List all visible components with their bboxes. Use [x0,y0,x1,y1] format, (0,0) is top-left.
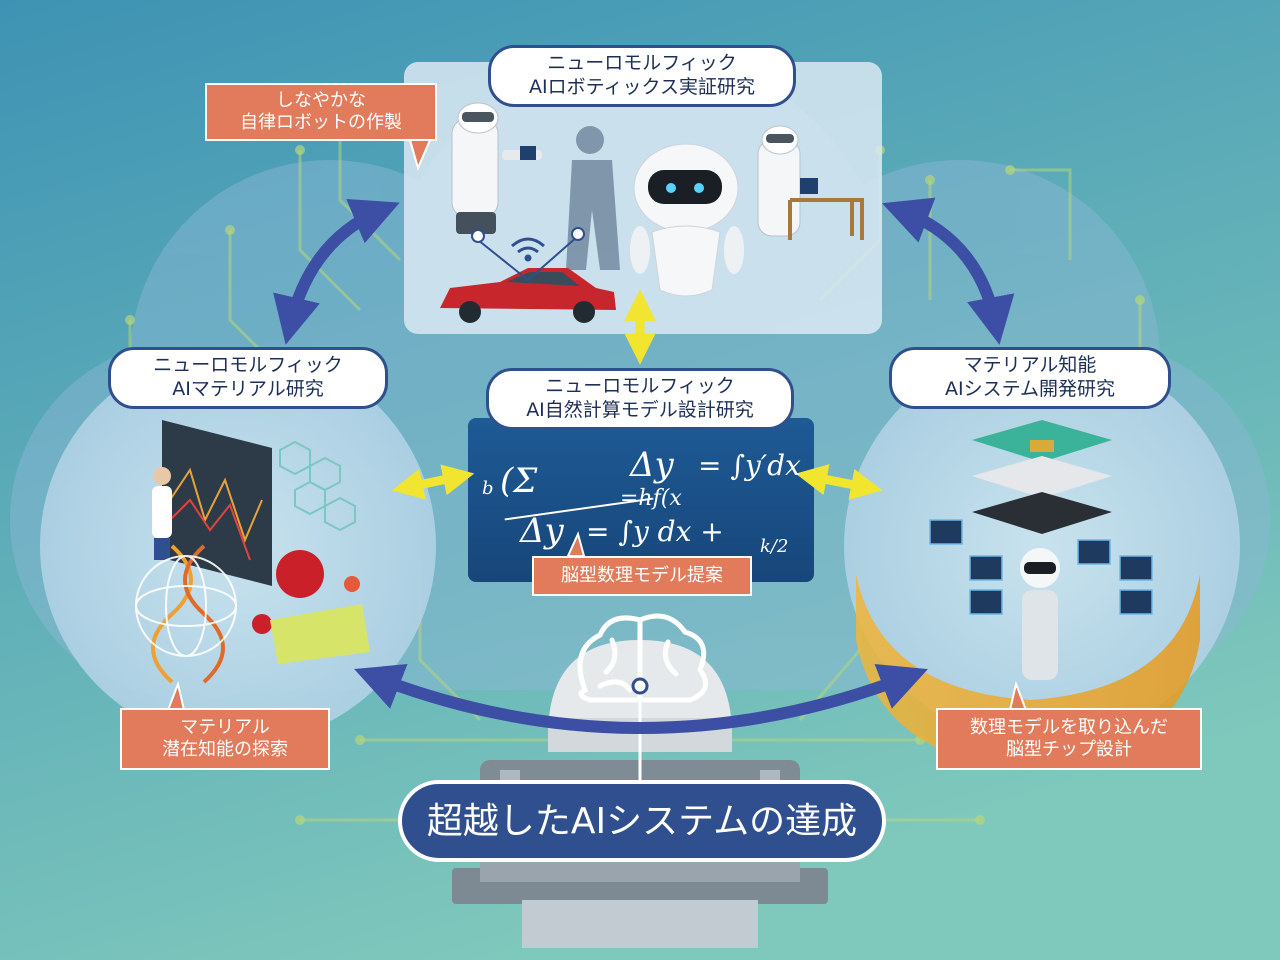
dna-helix [151,544,225,684]
material-exploration-note-line1: マテリアル [180,716,270,738]
scientist-figure [152,467,172,560]
chip-design-note-line2: 脳型チップ設計 [1006,739,1132,760]
service-robot-right [757,125,864,240]
system-development-label-line1: マテリアル知能 [963,354,1097,377]
computation-model-label-line1: ニューロモルフィック [545,375,735,398]
robot-fabrication-note-line2: 自律ロボットの作製 [240,112,402,133]
brain-model-note: 脳型数理モデル提案 [532,556,752,596]
wifi-icon [511,237,545,262]
system-bubble [844,348,1240,744]
material-exploration-note-line2: 潜在知能の探索 [162,739,288,760]
chip-design-note: 数理モデルを取り込んだ 脳型チップ設計 [936,708,1202,770]
material-spheres [252,550,370,664]
fullerene-sphere [135,555,237,657]
graphene-lattice [279,440,356,532]
goal-banner: 超越したAIシステムの達成 [398,780,886,862]
brain-connector-node [631,677,649,695]
material-exploration-note: マテリアル 潜在知能の探索 [120,708,330,770]
material-research-label-line1: ニューロモルフィック [153,354,343,377]
computation-model-label: ニューロモルフィック AI自然計算モデル設計研究 [486,368,794,430]
car-illustration [440,268,616,323]
formula-art: b (Σ Δy = ∫y′dx =hf(x Δy = ∫y dx + k/2 [482,445,801,557]
service-robot-left [451,102,542,234]
connection-arrows [273,197,1015,734]
brain-model-note-text: 脳型数理モデル提案 [561,564,723,586]
goal-banner-text: 超越したAIシステムの達成 [426,800,858,842]
chip-stack [972,420,1112,534]
system-development-label: マテリアル知能 AIシステム開発研究 [889,347,1171,409]
robot-eve-center [630,143,744,297]
robot-fabrication-note: しなやかな 自律ロボットの作製 [205,83,437,141]
robotics-research-label-line2: AIロボティックス実証研究 [529,76,755,98]
robotics-research-label: ニューロモルフィック AIロボティックス実証研究 [488,45,796,107]
chip-design-note-line1: 数理モデルを取り込んだ [970,716,1168,738]
robotics-research-label-line1: ニューロモルフィック [547,52,737,75]
network-lines [471,227,585,282]
computation-model-label-line2: AI自然計算モデル設計研究 [526,399,754,421]
person-silhouette [566,126,620,270]
humanoid-robot [1020,548,1060,680]
display-screens [929,519,1153,615]
system-development-label-line2: AIシステム開発研究 [944,378,1116,400]
material-research-label: ニューロモルフィック AIマテリアル研究 [108,347,388,409]
robot-fabrication-note-line1: しなやかな [276,89,366,111]
material-research-label-line2: AIマテリアル研究 [172,378,324,400]
link-arrows-yellow [391,289,883,500]
data-screen [162,420,272,586]
